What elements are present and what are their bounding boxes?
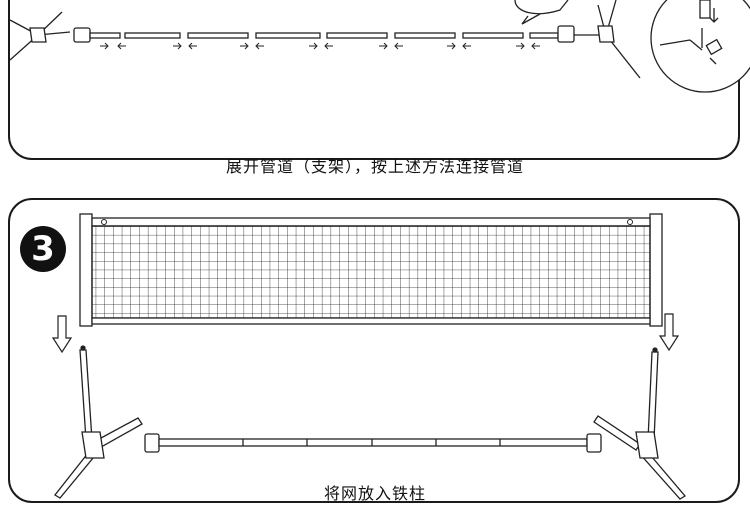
step-caption-top: 展开管道（支架），按上述方法连接管道	[225, 157, 524, 176]
down-arrow-icons	[51, 313, 680, 354]
frame-assembly	[54, 345, 686, 500]
step-panel-top	[8, 0, 740, 160]
step-caption-bottom: 将网放入铁柱	[323, 484, 426, 503]
arrow-pair-icons	[100, 42, 540, 50]
step-number-badge: 3	[20, 226, 66, 272]
pipe-assembly-top	[9, 0, 750, 93]
net	[79, 213, 663, 327]
